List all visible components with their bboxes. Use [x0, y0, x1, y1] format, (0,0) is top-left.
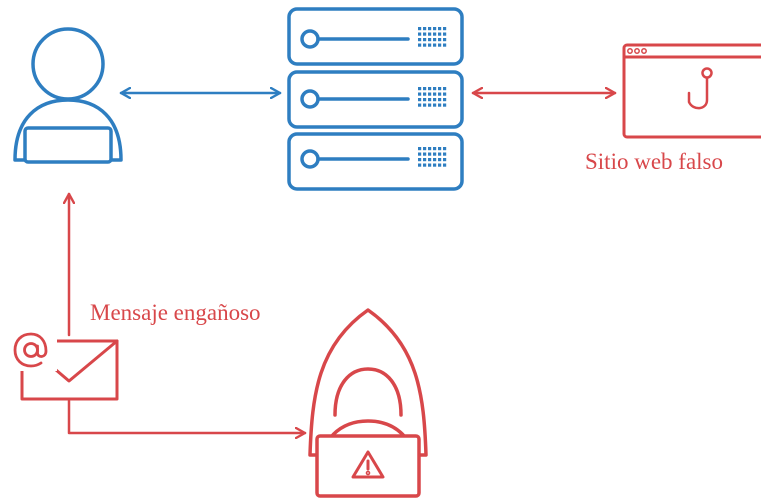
server-vent-dot: [418, 32, 422, 36]
user-laptop: [23, 126, 113, 164]
server-vent-dot: [418, 87, 422, 91]
server-vent-dot: [443, 152, 447, 156]
server-vent-dot: [418, 27, 422, 31]
fishing-hook-icon: [687, 67, 713, 110]
server-vent-dot: [423, 152, 427, 156]
server-vent-dot: [438, 38, 442, 42]
server-vent-dot: [428, 98, 432, 102]
server-vent-dot: [418, 92, 422, 96]
server-vent-dot: [428, 38, 432, 42]
fake-site-label: Sitio web falso: [585, 149, 723, 174]
server-vent-dot: [438, 158, 442, 162]
server-unit-2: [287, 70, 464, 129]
server-vent-dot: [438, 163, 442, 167]
server-vent-dot: [433, 163, 437, 167]
server-vent-dot: [418, 98, 422, 102]
server-vent-dot: [423, 87, 427, 91]
server-vent-dot: [423, 38, 427, 42]
browser-window-fishing-hook-icon: [622, 43, 761, 139]
server-vent-dot: [438, 147, 442, 151]
server-vent-dot: [423, 163, 427, 167]
server-vent-dot: [433, 103, 437, 107]
server-vent-dot: [428, 27, 432, 31]
warning-triangle-icon: [351, 450, 385, 479]
server-vent-dot: [443, 27, 447, 31]
server-vent-dot: [438, 43, 442, 47]
server-vent-dot: [428, 43, 432, 47]
user-at-laptop-icon: [13, 27, 123, 164]
server-vent-dot: [423, 103, 427, 107]
browser-dot-1: [627, 48, 633, 54]
server-vent-dot: [443, 147, 447, 151]
email-to-hacker-arrow: [67, 399, 307, 433]
server-vent-dot: [438, 92, 442, 96]
server-vent-dot: [438, 98, 442, 102]
server-vent-dot: [433, 87, 437, 91]
server-vent-dot: [418, 152, 422, 156]
server-vent-dot: [433, 43, 437, 47]
server-vent-dot: [443, 38, 447, 42]
server-vent-dot: [418, 147, 422, 151]
server-vent-dot: [438, 27, 442, 31]
server-vent-dot: [443, 98, 447, 102]
server-vent-dot: [433, 98, 437, 102]
server-vent-dot: [423, 98, 427, 102]
server-vent-dot: [423, 147, 427, 151]
server-vent-dot: [438, 32, 442, 36]
browser-dot-3: [641, 48, 647, 54]
browser-frame: [622, 43, 761, 139]
server-vent-dot: [433, 27, 437, 31]
server-vent-dot: [443, 158, 447, 162]
connectors: [67, 93, 617, 433]
server-vent-dot: [433, 32, 437, 36]
server-vent-dot: [433, 152, 437, 156]
server-vent-dot: [443, 32, 447, 36]
hooded-hacker-laptop-icon: [308, 308, 428, 498]
server-vent-dot: [428, 147, 432, 151]
deceptive-message-label: Mensaje engañoso: [90, 300, 261, 325]
server-vent-dot: [438, 103, 442, 107]
server-vent-dot: [428, 158, 432, 162]
server-vent-dot: [443, 92, 447, 96]
server-vent-dot: [443, 163, 447, 167]
server-vent-dot: [443, 87, 447, 91]
server-vent-dot: [428, 87, 432, 91]
hacker-face-opening: [333, 367, 403, 417]
at-sign-icon: [9, 331, 57, 371]
server-vent-dot: [423, 92, 427, 96]
server-rack-icon: [287, 7, 464, 191]
server-vent-grids: [418, 27, 447, 167]
server-vent-dot: [433, 92, 437, 96]
server-vent-dot: [443, 103, 447, 107]
browser-dot-2: [634, 48, 640, 54]
server-vent-dot: [423, 32, 427, 36]
server-vent-dot: [423, 158, 427, 162]
server-vent-dot: [418, 163, 422, 167]
server-vent-dot: [423, 27, 427, 31]
server-vent-dot: [433, 158, 437, 162]
server-vent-dot: [418, 103, 422, 107]
server-vent-dot: [428, 92, 432, 96]
user-head: [31, 27, 105, 101]
server-vent-dot: [428, 163, 432, 167]
server-vent-dot: [428, 103, 432, 107]
server-vent-dot: [423, 43, 427, 47]
server-vent-dot: [433, 38, 437, 42]
server-vent-dot: [428, 32, 432, 36]
hacker-hood: [308, 308, 428, 457]
email-envelope-at-icon: [9, 331, 119, 401]
server-unit-1: [287, 7, 464, 66]
server-vent-dot: [438, 152, 442, 156]
server-vent-dot: [428, 152, 432, 156]
server-vent-dot: [433, 147, 437, 151]
server-vent-dot: [438, 87, 442, 91]
server-vent-dot: [418, 38, 422, 42]
server-unit-3: [287, 132, 464, 191]
user-torso: [13, 98, 123, 162]
server-vent-dot: [418, 43, 422, 47]
server-vent-dot: [418, 158, 422, 162]
server-vent-dot: [443, 43, 447, 47]
